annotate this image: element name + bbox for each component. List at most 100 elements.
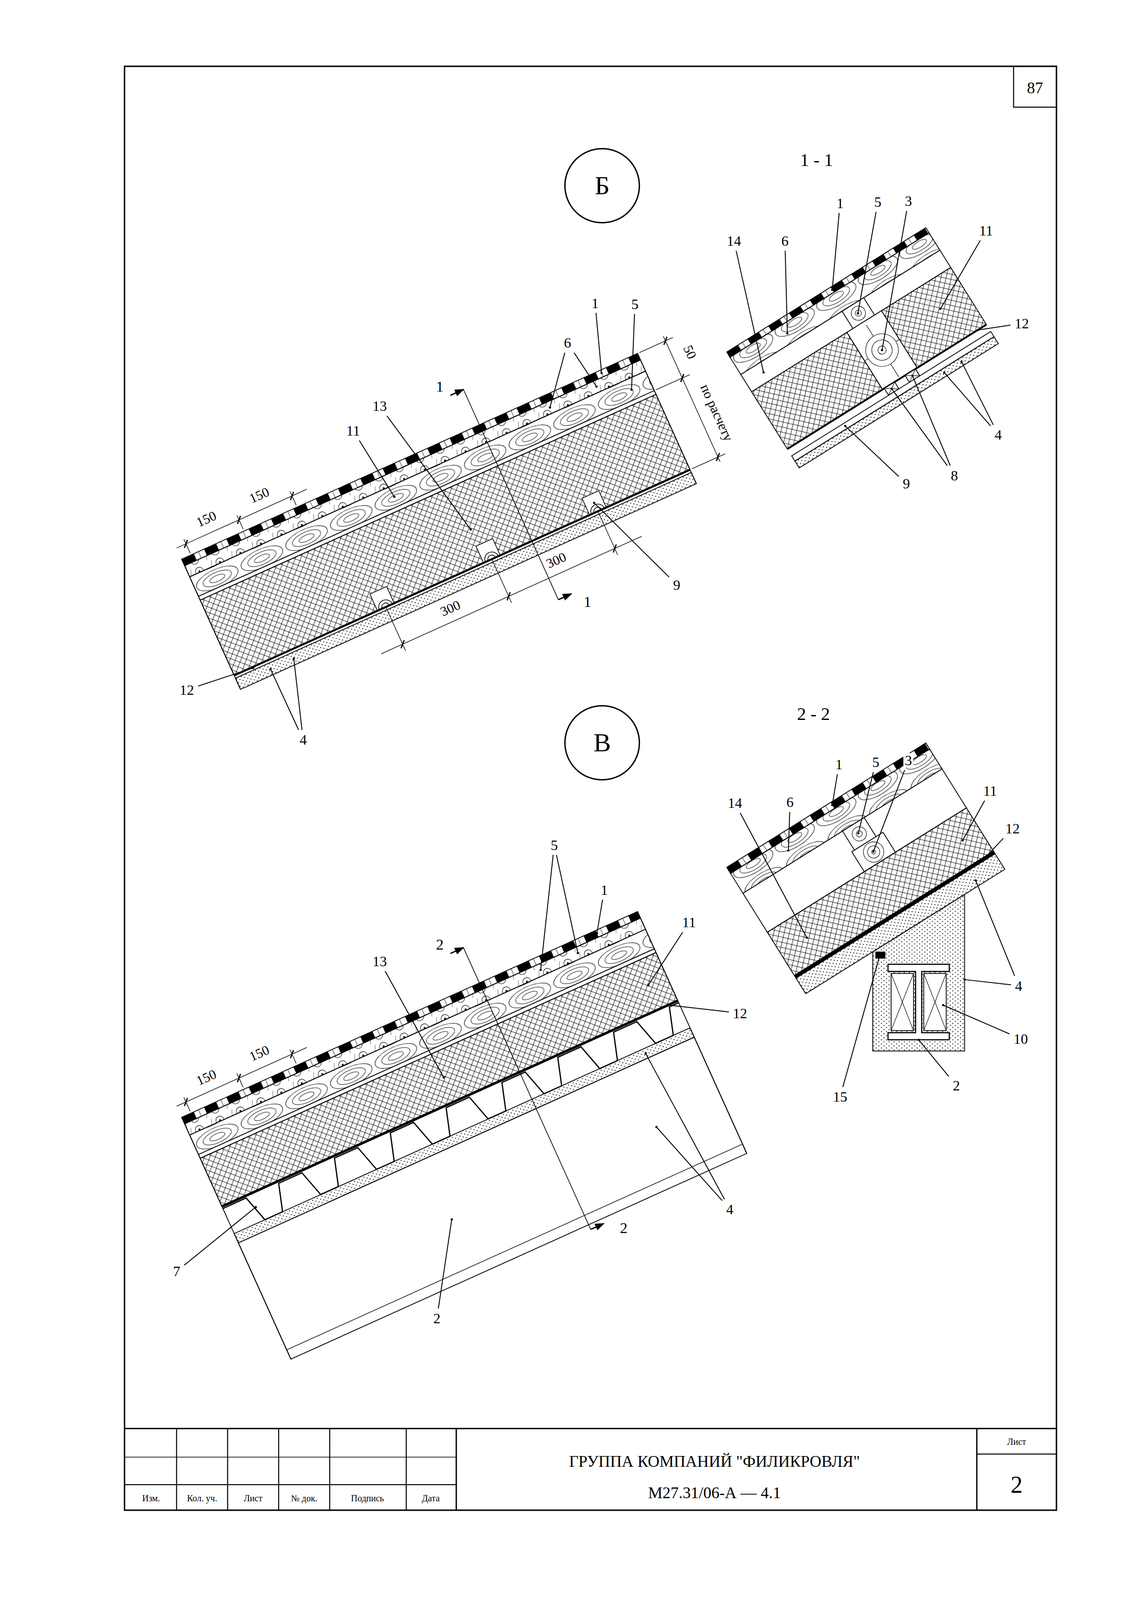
leader-dot [600, 371, 603, 375]
leader-line [891, 388, 948, 466]
leader-line [184, 1207, 257, 1266]
title-block-text: Подпись [349, 1493, 386, 1503]
drawing-path [888, 964, 950, 1040]
leader-dot [844, 424, 847, 428]
callout-number: 3 [903, 193, 914, 209]
leader-line [549, 352, 565, 408]
leader-line [873, 770, 905, 852]
callout-number: 7 [171, 1263, 182, 1279]
leader-line [556, 854, 578, 954]
drawing-polygon [595, 1220, 606, 1230]
leader-dot [647, 984, 650, 987]
drawing-line [692, 453, 726, 470]
callout-number: 1 [590, 296, 601, 311]
callout-number: 11 [977, 223, 995, 238]
leader-dot [880, 348, 884, 352]
drawing-rect [1013, 66, 1057, 108]
dimension-text: 50 [679, 342, 699, 363]
callout-number: 5 [549, 837, 560, 853]
drawing-code: М27.31/06-А — 4.1 [646, 1484, 783, 1501]
drawing-polygon [562, 591, 573, 601]
dimension-text: 300 [543, 549, 570, 571]
callout-number: 15 [831, 1089, 849, 1104]
drawing-line [181, 1117, 291, 1360]
dimension-text: 150 [192, 1066, 220, 1088]
drawing-line [176, 1428, 178, 1511]
section-title: 1 - 1 [798, 151, 835, 170]
drawing-line [329, 1428, 331, 1511]
leader-line [842, 954, 881, 1087]
callout-number: 2 [431, 1311, 442, 1326]
leader-line [574, 352, 597, 387]
section-title: 2 - 2 [795, 705, 832, 724]
section-1-1 [726, 227, 998, 469]
drawing-line [234, 469, 690, 676]
drawing-rect [794, 336, 999, 469]
leader-dot [655, 1125, 658, 1129]
leader-dot [984, 856, 987, 859]
callout-number: 12 [178, 682, 196, 698]
leader-line [832, 213, 839, 290]
drawing-g [174, 484, 311, 558]
drawing-line [176, 489, 307, 549]
detail-letter: Б [594, 172, 610, 199]
drawing-line [656, 374, 690, 390]
drawing-rect [891, 973, 914, 1031]
drawing-line [124, 1427, 1057, 1430]
drawing-line [455, 1428, 458, 1511]
leader-dot [872, 850, 875, 853]
callout-number: 11 [981, 783, 999, 798]
title-block-text: Лист [1006, 1437, 1028, 1447]
leader-dot [786, 332, 789, 335]
callout-number: 4 [298, 732, 309, 747]
leader-line [940, 240, 981, 309]
leader-dot [539, 968, 542, 972]
callout-number: 5 [871, 754, 881, 770]
drawing-rect [238, 1037, 747, 1360]
leader-line [962, 800, 985, 841]
leader-line [385, 971, 444, 1078]
drawing-line [181, 559, 241, 690]
leader-dot [963, 978, 966, 981]
callout-number: 6 [562, 335, 573, 350]
leader-dot [976, 328, 979, 332]
leader-line [788, 811, 790, 851]
callout-number: 8 [949, 468, 960, 483]
drawing-path [923, 973, 946, 1031]
leader-dot [292, 657, 296, 660]
drawing-circle [859, 327, 905, 373]
drawing-line [976, 1428, 978, 1511]
drawing-g [174, 1042, 311, 1116]
drawing-rect [370, 586, 395, 611]
leader-line [597, 899, 603, 934]
callout-number: 11 [344, 423, 362, 438]
leader-dot [787, 849, 790, 852]
leader-line [943, 1005, 1010, 1034]
leader-dot [393, 495, 396, 498]
leader-line [596, 313, 602, 374]
page-number: 87 [1025, 79, 1045, 96]
leader-dot [644, 1052, 647, 1055]
leader-dot [943, 371, 946, 374]
callout-number: 3 [903, 753, 914, 768]
leader-dot [450, 1218, 454, 1221]
drawing-line [226, 1428, 228, 1511]
leader-line [668, 1005, 729, 1012]
drawing-rect [124, 66, 1057, 1511]
drawing-circle [876, 344, 888, 356]
drawing-rect [875, 951, 885, 959]
callout-number: 9 [671, 577, 682, 593]
sheet-number: 2 [1009, 1472, 1025, 1497]
leader-line [975, 880, 1015, 977]
leader-dot [941, 1003, 945, 1007]
leader-dot [831, 803, 834, 807]
drawing-polygon [872, 894, 965, 1051]
drawing-g [448, 938, 605, 1238]
sheet-frame [124, 66, 1057, 1511]
leader-line [858, 211, 876, 314]
drawing-rect [235, 472, 697, 690]
drawing-path [398, 544, 619, 649]
callout-number: 10 [1012, 1031, 1030, 1046]
leader-dot [595, 385, 598, 388]
